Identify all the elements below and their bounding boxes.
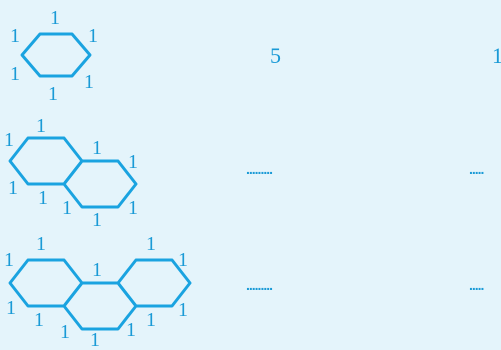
edge-label: 1	[146, 233, 156, 255]
row-3-answer-blank-a[interactable]: .........	[246, 277, 273, 293]
edge-label: 1	[88, 25, 98, 47]
row-2-answer-blank-b[interactable]: .....	[469, 161, 485, 177]
edge-label: 1	[92, 209, 102, 231]
edge-label: 1	[92, 137, 102, 159]
row-2-figure: 1 1 1 1 1 1 1 1 1	[4, 115, 138, 231]
edge-label: 1	[84, 71, 94, 93]
row-1-figure: 1 1 1 1 1 1	[10, 7, 98, 105]
hexagon	[20, 32, 92, 78]
hexagon	[116, 258, 192, 308]
edge-label: 1	[10, 63, 20, 85]
edge-label: 1	[126, 319, 136, 341]
edge-label: 1	[48, 83, 58, 105]
row-1-answer-a: 5	[270, 43, 281, 68]
edge-label: 1	[6, 297, 16, 319]
edge-label: 1	[90, 329, 100, 350]
edge-label: 1	[128, 197, 138, 219]
edge-label: 1	[34, 309, 44, 331]
hexagon	[62, 159, 138, 209]
edge-label: 1	[60, 321, 70, 343]
edge-label: 1	[8, 177, 18, 199]
edge-label: 1	[92, 259, 102, 281]
edge-label: 1	[4, 129, 14, 151]
edge-label: 1	[62, 197, 72, 219]
edge-label: 1	[178, 249, 188, 271]
edge-label: 1	[36, 115, 46, 137]
edge-label: 1	[128, 151, 138, 173]
row-3-answer-blank-b[interactable]: .....	[469, 277, 485, 293]
edge-label: 1	[10, 25, 20, 47]
edge-label: 1	[38, 187, 48, 209]
row-2-answer-blank-a[interactable]: .........	[246, 161, 273, 177]
row-3-figure: 1 1 1 1 1 1 1 1 1 1 1 1	[4, 233, 192, 350]
edge-label: 1	[178, 299, 188, 321]
edge-label: 1	[36, 233, 46, 255]
row-1-answer-b: 1	[492, 43, 501, 68]
edge-label: 1	[146, 309, 156, 331]
edge-label: 1	[50, 7, 60, 29]
edge-label: 1	[4, 249, 14, 271]
